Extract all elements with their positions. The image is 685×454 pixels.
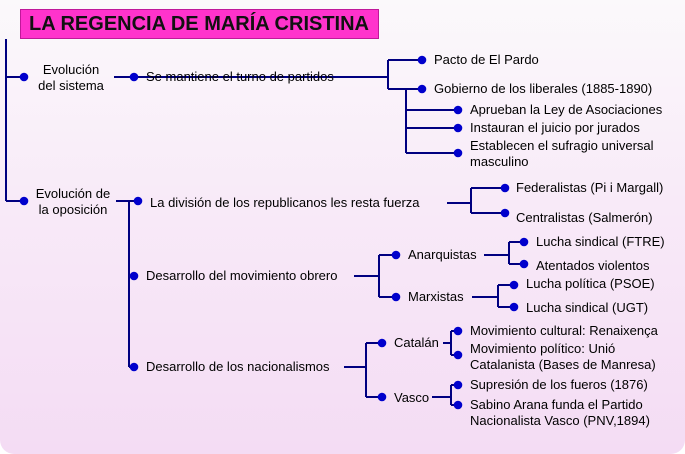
node-dot [509, 302, 519, 312]
node-dot [19, 72, 29, 82]
node-anarquistas: Anarquistas [408, 247, 477, 262]
node-catalan: Catalán [394, 335, 439, 350]
node-centralistas: Centralistas (Salmerón) [516, 210, 653, 225]
node-juicio-jurados: Instauran el juicio por jurados [470, 120, 640, 135]
node-evolucion-oposicion: Evolución de la oposición [28, 186, 118, 218]
node-dot [500, 183, 510, 193]
node-label-line: Evolución de [35, 186, 111, 201]
node-label-line: Establecen el sufragio universal [470, 138, 654, 153]
node-label-line: Sabino Arana funda el Partido [470, 397, 643, 412]
node-renaixenca: Movimiento cultural: Renaixença [470, 323, 658, 338]
node-dot [519, 259, 529, 269]
node-label-line: Nacionalista Vasco (PNV,1894) [470, 413, 650, 428]
node-dot [453, 380, 463, 390]
node-label-line: Evolución [42, 62, 100, 77]
node-federalistas: Federalistas (Pi i Margall) [516, 180, 664, 195]
node-dot [417, 55, 427, 65]
node-label-line: del sistema [38, 78, 104, 93]
node-dot [129, 271, 139, 281]
node-dot [377, 338, 387, 348]
node-dot [453, 148, 463, 158]
node-evolucion-sistema: Evolución del sistema [28, 62, 114, 94]
node-dot [453, 326, 463, 336]
node-marxistas: Marxistas [408, 289, 464, 304]
node-dot [129, 72, 139, 82]
node-dot [453, 350, 463, 360]
node-unio-catalanista: Movimiento político: Unió Catalanista (B… [470, 341, 656, 373]
node-lucha-ugt: Lucha sindical (UGT) [526, 300, 649, 315]
node-dot [417, 84, 427, 94]
node-dot [129, 362, 139, 372]
node-turno-partidos: Se mantiene el turno de partidos [146, 69, 334, 84]
node-dot [453, 123, 463, 133]
node-vasco: Vasco [394, 390, 430, 405]
node-atentados: Atentados violentos [536, 258, 650, 273]
node-gobierno-liberales: Gobierno de los liberales (1885-1890) [434, 81, 653, 96]
node-dot [500, 208, 510, 218]
node-dot [509, 280, 519, 290]
node-dot [391, 250, 401, 260]
page-title: LA REGENCIA DE MARÍA CRISTINA [20, 9, 379, 39]
node-lucha-psoe: Lucha política (PSOE) [526, 276, 655, 291]
node-ley-asociaciones: Aprueban la Ley de Asociaciones [470, 102, 663, 117]
node-label-line: Movimiento político: Unió [470, 341, 616, 356]
node-lucha-ftre: Lucha sindical (FTRE) [536, 234, 665, 249]
node-label-line: Catalanista (Bases de Manresa) [470, 357, 656, 372]
node-dot [453, 105, 463, 115]
node-dot [133, 196, 143, 206]
node-sufragio-universal: Establecen el sufragio universal masculi… [470, 138, 654, 170]
node-dot [519, 237, 529, 247]
node-division-republicanos: La división de los republicanos les rest… [150, 195, 420, 210]
node-nacionalismos: Desarrollo de los nacionalismos [146, 359, 330, 374]
node-movimiento-obrero: Desarrollo del movimiento obrero [146, 268, 338, 283]
node-pacto-el-pardo: Pacto de El Pardo [434, 52, 539, 67]
node-label-line: masculino [470, 154, 529, 169]
node-supresion-fueros: Supresión de los fueros (1876) [470, 377, 648, 392]
node-label-line: la oposición [38, 202, 108, 217]
node-dot [377, 392, 387, 402]
node-sabino-arana: Sabino Arana funda el Partido Nacionalis… [470, 397, 650, 429]
node-dot [19, 196, 29, 206]
node-dot [453, 400, 463, 410]
node-dot [391, 292, 401, 302]
